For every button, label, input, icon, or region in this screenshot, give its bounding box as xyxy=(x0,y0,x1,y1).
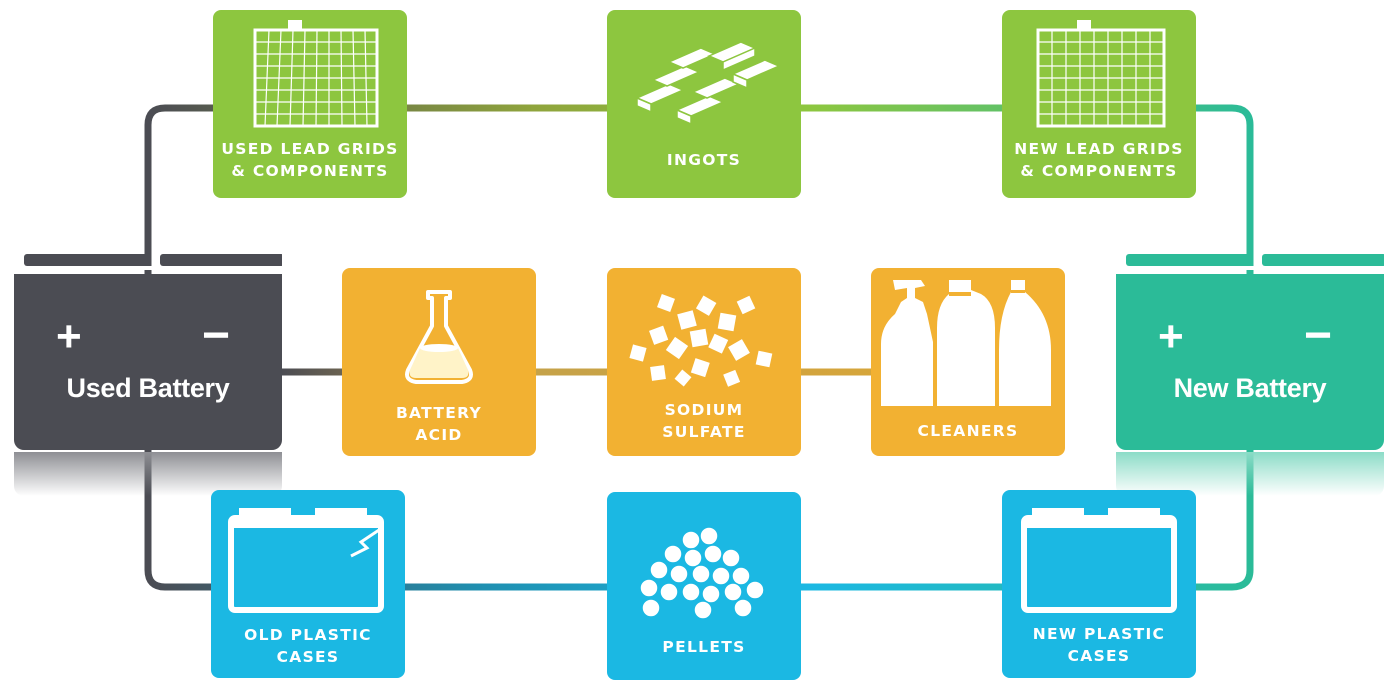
battery-acid-tile: BATTERY ACID xyxy=(342,268,536,456)
new-battery-label: New Battery xyxy=(1173,373,1327,403)
tile-label-line1: SODIUM xyxy=(664,401,744,419)
cleaners-tile: CLEANERS xyxy=(871,268,1065,456)
tile-label-line1: USED LEAD GRIDS xyxy=(221,140,399,158)
tile-label-line2: CASES xyxy=(1067,647,1131,665)
plus-symbol: + xyxy=(1158,312,1184,361)
new-battery: + − New Battery xyxy=(1116,252,1384,502)
new-plastic-cases-tile: NEW PLASTIC CASES xyxy=(1002,490,1196,678)
old-plastic-cases-tile: OLD PLASTIC CASES xyxy=(211,490,405,678)
pellets-tile: PELLETS xyxy=(607,492,801,680)
new-lead-grids-tile: NEW LEAD GRIDS & COMPONENTS xyxy=(1002,10,1196,198)
tile-label-line1: NEW PLASTIC xyxy=(1032,625,1166,643)
tile-label-line2: CASES xyxy=(276,648,340,666)
tile-label-line1: NEW LEAD GRIDS xyxy=(1014,140,1184,158)
tile-label-line2: ACID xyxy=(415,426,463,444)
sodium-sulfate-tile: SODIUM SULFATE xyxy=(607,268,801,456)
minus-symbol: − xyxy=(202,309,231,362)
pellets-icon xyxy=(639,526,765,620)
cracked-case-icon xyxy=(228,508,384,613)
minus-symbol: − xyxy=(1304,309,1333,362)
tile-label-line1: INGOTS xyxy=(666,151,742,169)
flask-icon xyxy=(405,290,473,384)
lead-grid-icon xyxy=(1036,20,1166,128)
crystals-icon xyxy=(629,294,773,387)
used-battery: + − Used Battery xyxy=(14,252,282,502)
lead-grid-icon xyxy=(253,20,379,128)
tile-label-line2: SULFATE xyxy=(662,423,746,441)
tile-label-line2: & COMPONENTS xyxy=(231,162,389,180)
tile-label-line1: BATTERY xyxy=(395,404,483,422)
tile-label-line2: & COMPONENTS xyxy=(1020,162,1178,180)
ingots-tile: INGOTS xyxy=(607,10,801,198)
plastic-case-icon xyxy=(1021,508,1177,613)
used-battery-label: Used Battery xyxy=(66,373,230,403)
used-lead-grids-tile: USED LEAD GRIDS & COMPONENTS xyxy=(213,10,407,198)
tile-label-line1: CLEANERS xyxy=(917,422,1019,440)
tile-label-line1: OLD PLASTIC xyxy=(244,626,372,644)
ingots-icon xyxy=(635,41,781,126)
plus-symbol: + xyxy=(56,312,82,361)
tile-label-line1: PELLETS xyxy=(662,638,746,656)
cleaner-bottles-icon xyxy=(881,280,1051,406)
